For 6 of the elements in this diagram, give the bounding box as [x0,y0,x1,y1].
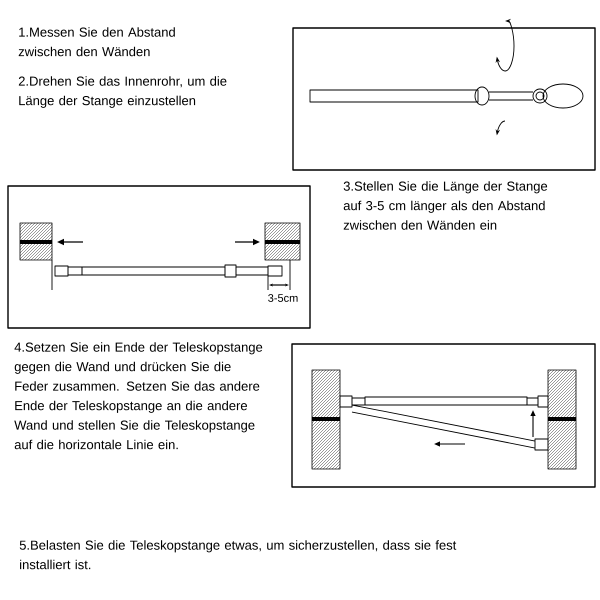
instruction-text: 4.Setzen Sie ein Ende der Teleskopstange gegen die Wand und drücken Sie die Feder zusammen. Setzen Sie das andere Ende der Teleskopstange an die andere Wand und stellen Sie die Teleskopstange auf die horizontale Linie ein. [14,342,262,450]
instruction-text: 3.Stellen Sie die Länge der Stange auf 3-5 cm länger als den Abstand zwischen den Wänden ein [344,181,548,230]
dimension-label: 3-5cm [266,293,300,303]
instruction-text: 2.Drehen Sie das Innenrohr, um die Länge der Stange einzustellen [18,76,226,108]
instruction-text: 1.Messen Sie den Abstand zwischen den Wänden [18,27,175,56]
instruction-text: 5.Belasten Sie die Teleskopstange etwas, um sicherzustellen, dass sie fest installiert ist. [20,540,456,570]
